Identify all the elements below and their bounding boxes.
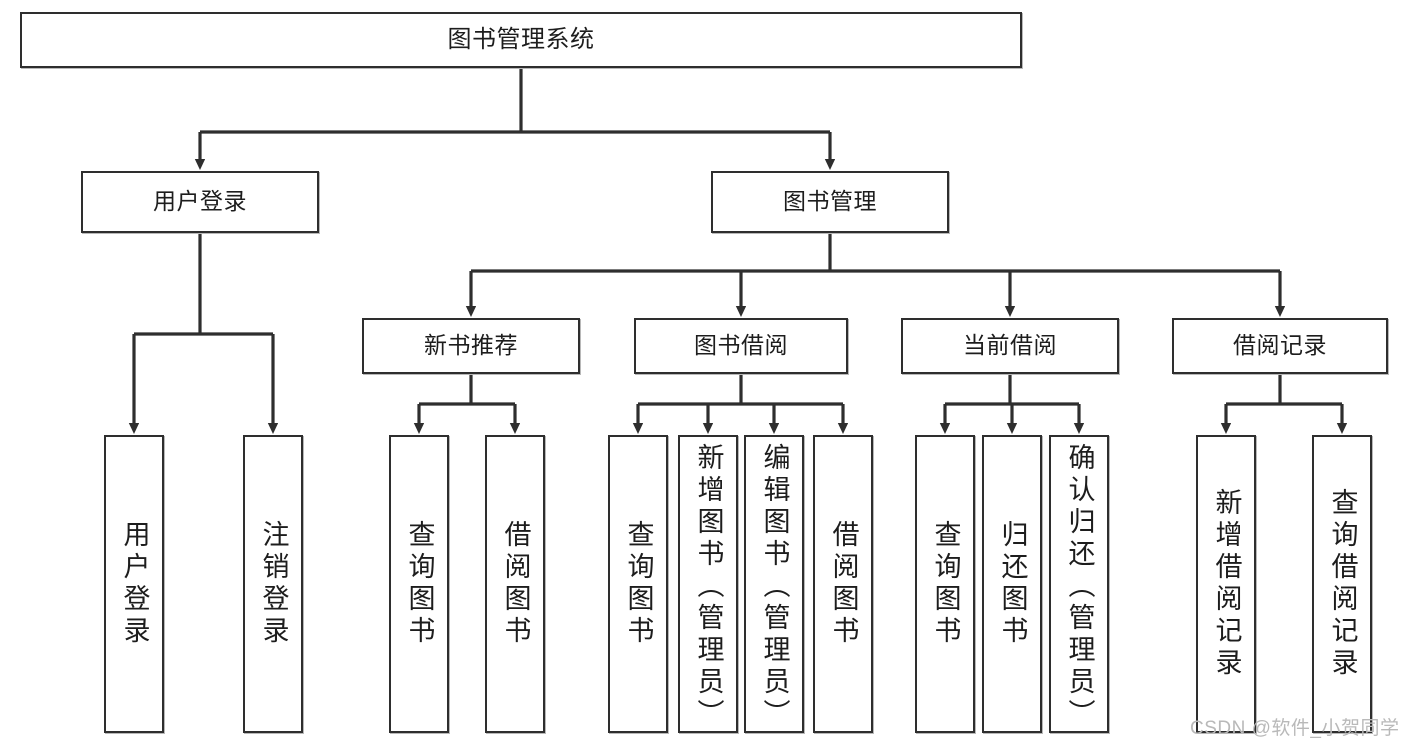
node-label: 确认归还（管理员） — [1064, 443, 1095, 731]
node-label: 借阅图书 — [828, 520, 859, 648]
node-label: 借阅记录 — [1233, 332, 1327, 359]
node-借阅记录[interactable]: 借阅记录 — [1172, 318, 1388, 374]
leaf-新增图书管理员[interactable]: 新增图书（管理员） — [678, 435, 738, 733]
node-label: 新增图书（管理员） — [693, 443, 724, 731]
node-图书管理[interactable]: 图书管理 — [711, 171, 949, 233]
node-图书借阅[interactable]: 图书借阅 — [634, 318, 848, 374]
node-label: 查询图书 — [930, 520, 961, 648]
leaf-查询图书[interactable]: 查询图书 — [608, 435, 668, 733]
leaf-注销登录[interactable]: 注销登录 — [243, 435, 303, 733]
leaf-新增借阅记录[interactable]: 新增借阅记录 — [1196, 435, 1256, 733]
leaf-编辑图书管理员[interactable]: 编辑图书（管理员） — [744, 435, 804, 733]
node-root-system[interactable]: 图书管理系统 — [20, 12, 1022, 68]
node-当前借阅[interactable]: 当前借阅 — [901, 318, 1119, 374]
node-label: 查询借阅记录 — [1327, 488, 1358, 680]
leaf-借阅图书[interactable]: 借阅图书 — [485, 435, 545, 733]
node-label: 编辑图书（管理员） — [759, 443, 790, 731]
node-label: 用户登录 — [119, 520, 150, 648]
leaf-查询借阅记录[interactable]: 查询借阅记录 — [1312, 435, 1372, 733]
leaf-查询图书[interactable]: 查询图书 — [389, 435, 449, 733]
node-label: 图书管理 — [783, 188, 877, 215]
node-label: 新增借阅记录 — [1211, 488, 1242, 680]
leaf-归还图书[interactable]: 归还图书 — [982, 435, 1042, 733]
leaf-用户登录[interactable]: 用户登录 — [104, 435, 164, 733]
node-label: 当前借阅 — [963, 332, 1057, 359]
node-label: 归还图书 — [997, 520, 1028, 648]
node-用户登录[interactable]: 用户登录 — [81, 171, 319, 233]
leaf-确认归还管理员[interactable]: 确认归还（管理员） — [1049, 435, 1109, 733]
node-label: 用户登录 — [153, 188, 247, 215]
node-label: 查询图书 — [404, 520, 435, 648]
node-label: 查询图书 — [623, 520, 654, 648]
node-新书推荐[interactable]: 新书推荐 — [362, 318, 580, 374]
leaf-查询图书[interactable]: 查询图书 — [915, 435, 975, 733]
node-label: 图书管理系统 — [447, 25, 595, 53]
node-label: 图书借阅 — [694, 332, 788, 359]
node-label: 借阅图书 — [500, 520, 531, 648]
leaf-借阅图书[interactable]: 借阅图书 — [813, 435, 873, 733]
node-label: 注销登录 — [258, 520, 289, 648]
node-label: 新书推荐 — [424, 332, 518, 359]
csdn-watermark: CSDN @软件_小贺同学 — [1190, 718, 1400, 739]
